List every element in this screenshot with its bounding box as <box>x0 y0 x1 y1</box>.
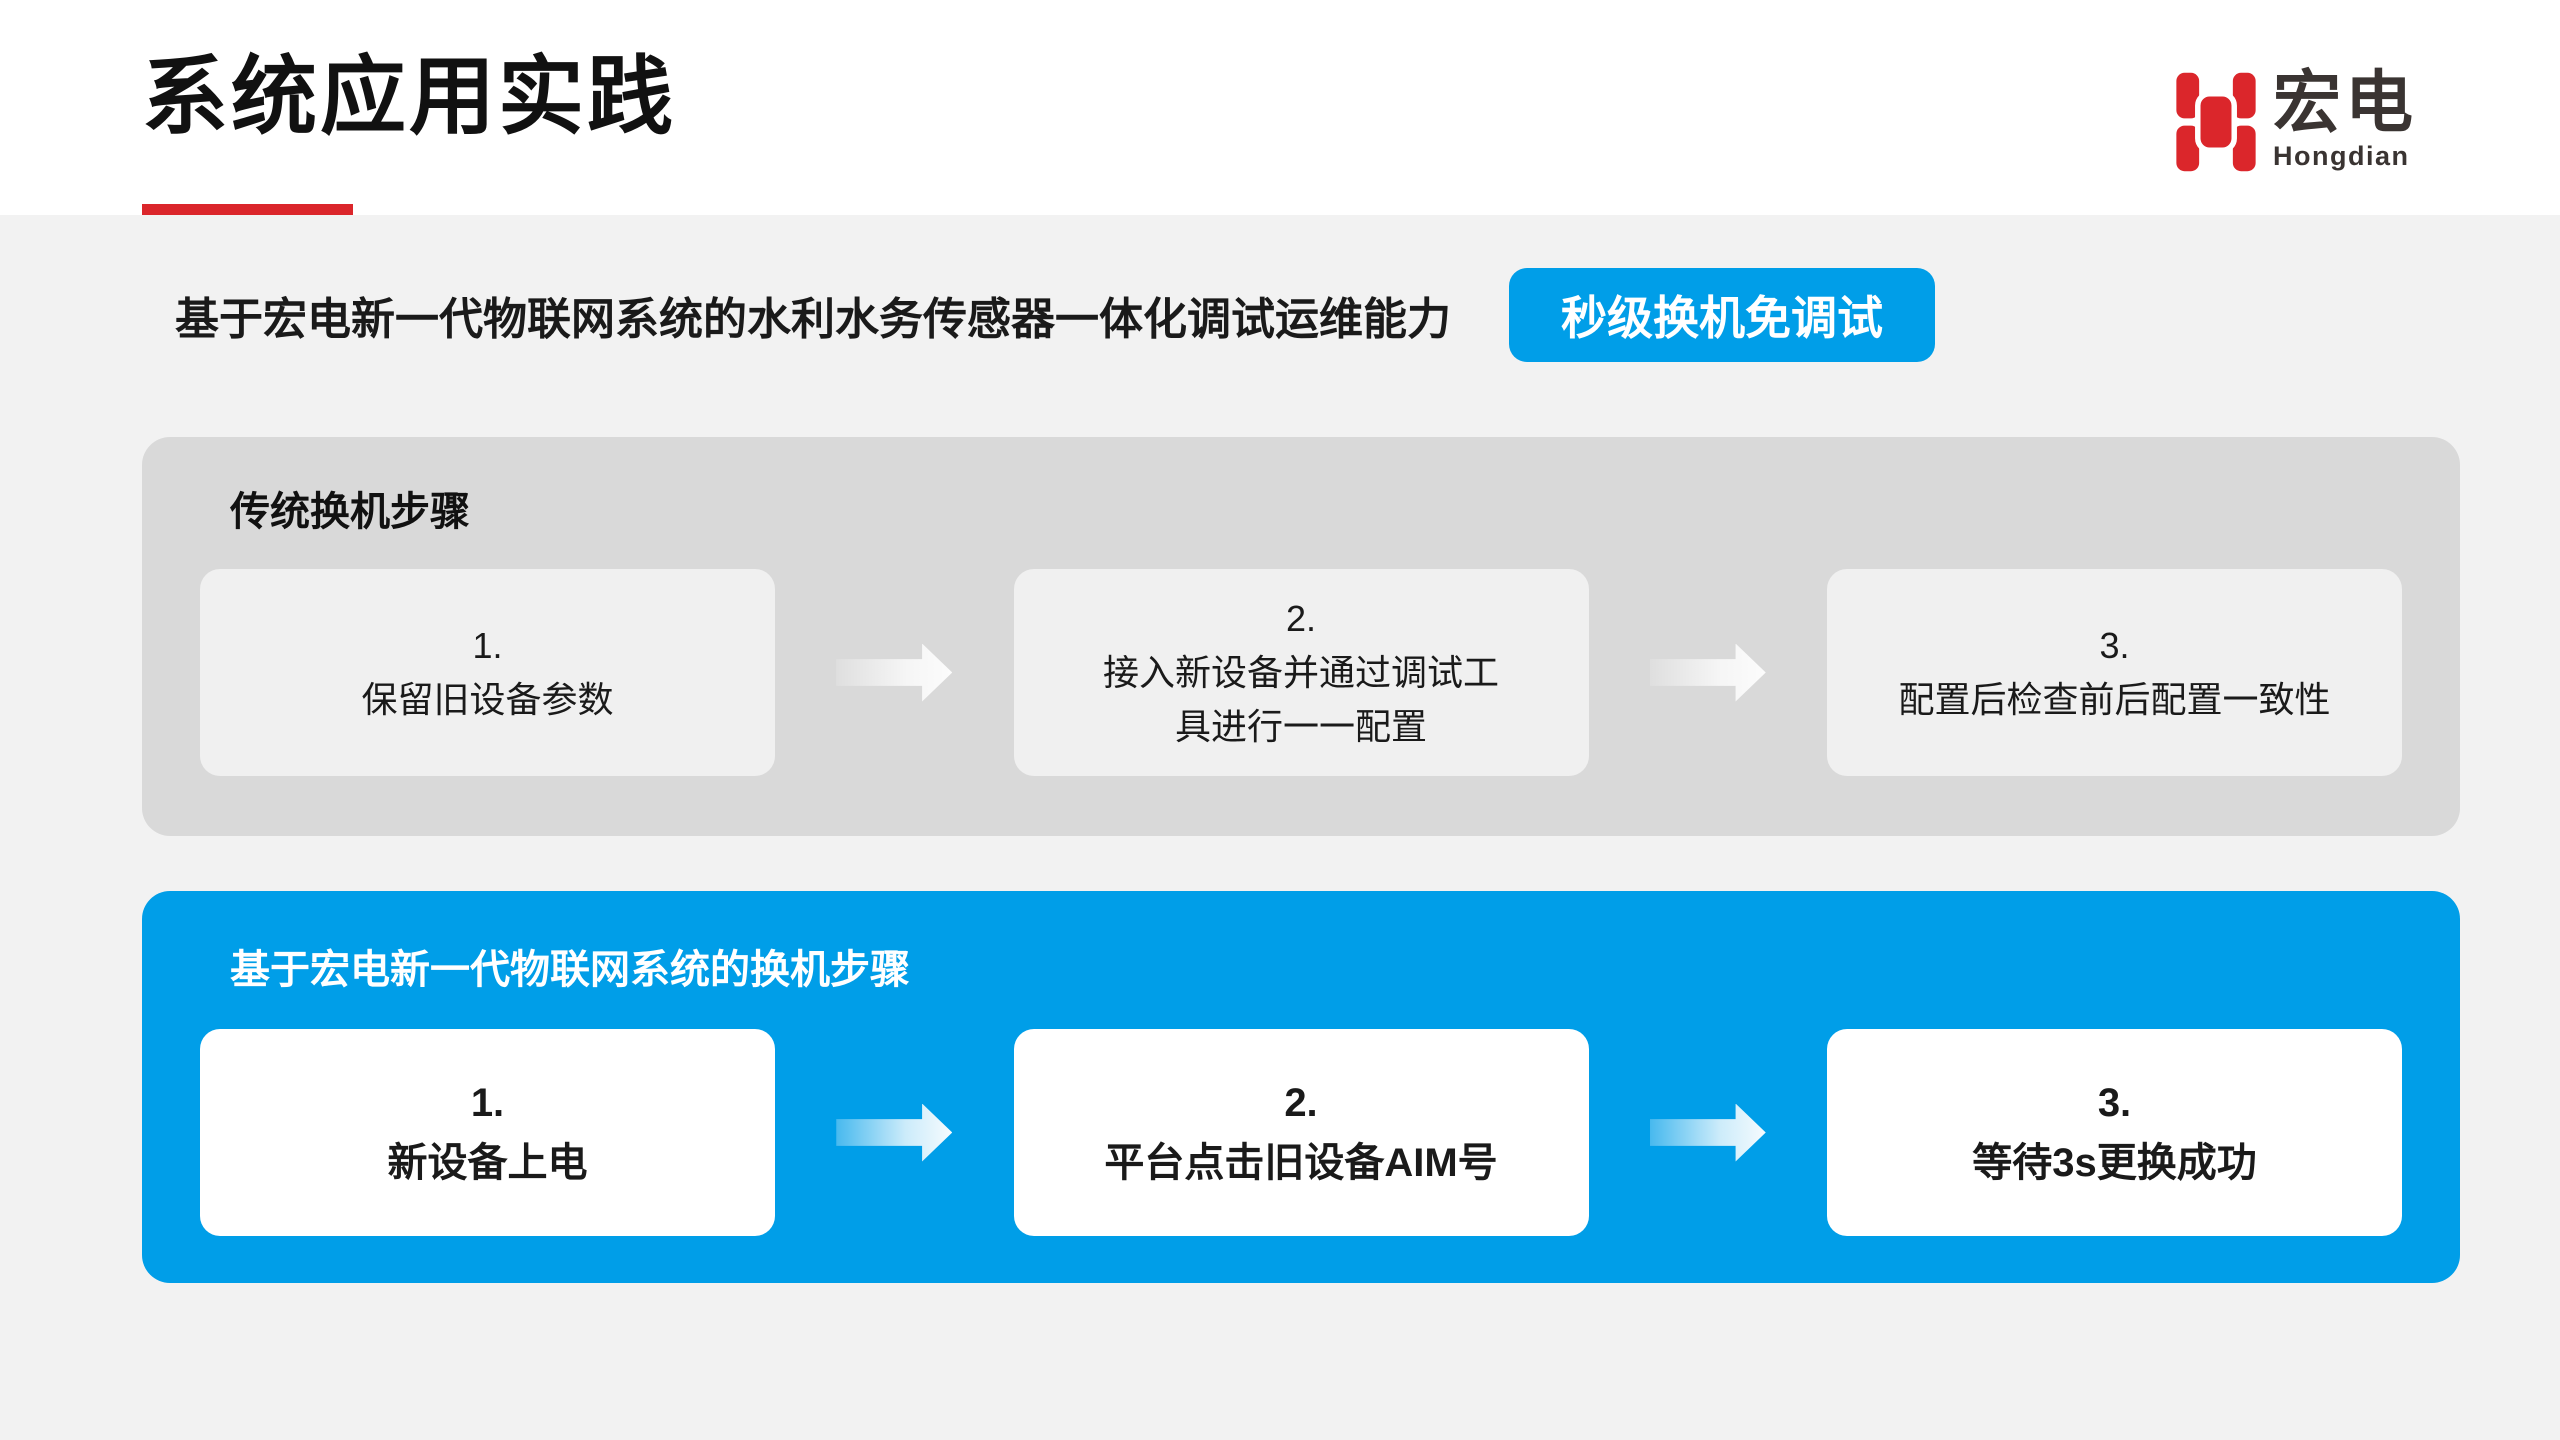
step-number: 1. <box>472 624 503 666</box>
step-number: 2. <box>1284 1080 1318 1125</box>
hongdian-panel-title: 基于宏电新一代物联网系统的换机步骤 <box>230 948 910 992</box>
traditional-panel-title: 传统换机步骤 <box>230 490 470 534</box>
subtitle-text: 基于宏电新一代物联网系统的水利水务传感器一体化调试运维能力 <box>175 295 1451 344</box>
right-arrow-icon <box>1649 643 1766 702</box>
right-arrow-icon <box>836 1103 953 1162</box>
title-underline <box>142 204 353 218</box>
step-text: 配置后检查前后配置一致性 <box>1898 678 2331 720</box>
traditional-step-card-1: 1. 保留旧设备参数 <box>200 569 775 776</box>
hongdian-logo-mark-icon <box>2176 72 2256 172</box>
logo-name-en: Hongdian <box>2272 141 2410 172</box>
step-number: 3. <box>2099 624 2130 666</box>
hongdian-cards-row: 1. 新设备上电 2. 平台点击旧设备AIM号 3. 等待3s更换成功 <box>200 1029 2402 1236</box>
traditional-step-card-3: 3. 配置后检查前后配置一致性 <box>1827 569 2402 776</box>
hongdian-steps-panel: 基于宏电新一代物联网系统的换机步骤 1. 新设备上电 2. 平台点击旧设备AIM… <box>142 891 2460 1283</box>
right-arrow-icon <box>1649 1103 1766 1162</box>
logo-text: 宏电 Hongdian <box>2272 65 2417 172</box>
slide-header: 系统应用实践 宏电 Hongdian <box>0 0 2560 218</box>
step-number: 1. <box>470 1080 505 1125</box>
feature-badge: 秒级换机免调试 <box>1509 268 1935 362</box>
traditional-step-card-2: 2. 接入新设备并通过调试工 具进行一一配置 <box>1013 569 1589 776</box>
page-title: 系统应用实践 <box>142 49 676 145</box>
traditional-steps-panel: 传统换机步骤 1. 保留旧设备参数 2. 接入新设备并通过调试工 具进行一一配置… <box>142 437 2460 836</box>
step-text: 等待3s更换成功 <box>1972 1140 2257 1185</box>
subtitle-row: 基于宏电新一代物联网系统的水利水务传感器一体化调试运维能力 秒级换机免调试 <box>175 268 1935 362</box>
hongdian-step-card-3: 3. 等待3s更换成功 <box>1827 1029 2402 1236</box>
step-text: 保留旧设备参数 <box>361 678 614 720</box>
hongdian-step-card-2: 2. 平台点击旧设备AIM号 <box>1013 1029 1589 1236</box>
step-number: 2. <box>1285 597 1317 639</box>
hongdian-logo: 宏电 Hongdian <box>2175 66 2417 178</box>
hongdian-step-card-1: 1. 新设备上电 <box>200 1029 775 1236</box>
step-number: 3. <box>2097 1080 2132 1125</box>
traditional-cards-row: 1. 保留旧设备参数 2. 接入新设备并通过调试工 具进行一一配置 3. 配置后… <box>200 569 2402 776</box>
right-arrow-icon <box>836 643 953 702</box>
step-text: 新设备上电 <box>387 1140 588 1185</box>
step-text: 接入新设备并通过调试工 具进行一一配置 <box>1102 651 1499 747</box>
step-text: 平台点击旧设备AIM号 <box>1104 1140 1498 1185</box>
logo-name-cn: 宏电 <box>2272 65 2417 141</box>
